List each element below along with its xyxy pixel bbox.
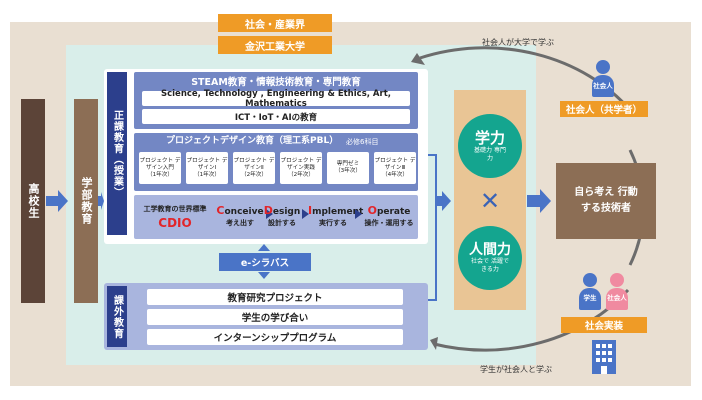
cdio-jp: 考え出す — [226, 219, 254, 227]
course-name: プロジェクト デザインⅢ — [374, 157, 416, 171]
society-industry-tag: 社会・産業界 — [218, 14, 332, 32]
gakuryoku-circle: 学力 基礎力 専門力 — [458, 114, 522, 178]
ict-bar: ICT・IoT・AIの教育 — [142, 109, 410, 124]
arc-arrowhead — [430, 337, 438, 350]
course-chip: プロジェクト デザインⅢ （4年次） — [374, 152, 416, 184]
building-icon — [592, 340, 616, 374]
faculty-education-bar: 学部教育 — [74, 99, 98, 303]
person-icon — [592, 60, 614, 102]
curriculum-label-bar: 正課教育（授業） — [107, 72, 127, 235]
cdio-step-design: Design 設計する — [262, 205, 302, 233]
course-name: プロジェクト デザイン入門 — [139, 157, 181, 171]
double-arrow-icon — [258, 272, 270, 279]
university-tag: 金沢工業大学 — [218, 36, 332, 54]
arrow-right-icon — [527, 189, 551, 213]
person-label: 社会人 — [593, 82, 613, 90]
cdio-initial: O — [367, 204, 377, 217]
arc-bottom-label: 学生が社会人と学ぶ — [480, 365, 552, 374]
ningenryoku-sub: 社会で 活躍できる力 — [471, 258, 509, 273]
course-year: （2年次） — [288, 171, 314, 178]
cdio-step-operate: Operate 操作・運用する — [362, 205, 416, 233]
steam-title: STEAM教育・情報技術教育・専門教育 — [191, 76, 361, 88]
cdio-word: perate — [376, 207, 411, 217]
cdio-word: mplement — [312, 207, 364, 217]
result-box: 自ら考え 行動する技術者 — [556, 163, 656, 239]
double-arrow-icon — [258, 244, 270, 251]
extracurricular-item: 教育研究プロジェクト — [147, 289, 403, 305]
steam-subjects-bar: Science, Technology , Engineering & Ethi… — [142, 89, 410, 109]
course-name: プロジェクト デザインⅠ — [186, 157, 228, 171]
extracurricular-label: 課外教育 — [111, 294, 123, 339]
result-label: 自ら考え 行動する技術者 — [574, 187, 638, 214]
arc-top-label: 社会人が大学で学ぶ — [482, 38, 554, 47]
cdio-initial: C — [216, 204, 225, 217]
gakuryoku-label: 学力 — [474, 128, 505, 147]
cdio-panel — [134, 195, 418, 239]
course-chip: プロジェクト デザインⅡ （2年次） — [233, 152, 275, 184]
cdio-jp: 設計する — [268, 219, 296, 227]
person2-label: 社会人 — [607, 294, 627, 302]
project-design-title: プロジェクトデザイン教育（理工系PBL） — [166, 136, 339, 146]
cdio-step-conceive: Conceive 考え出す — [214, 205, 266, 233]
cdio-jp: 実行する — [319, 219, 347, 227]
arc-arrowhead — [411, 53, 425, 65]
cdio-caption: 工学教育の世界標準 — [143, 205, 207, 213]
extracurricular-label-bar: 課外教育 — [107, 286, 127, 347]
co-researcher-tag: 社会人（共学者） — [560, 101, 648, 117]
course-name: 専門ゼミ — [336, 161, 360, 167]
cdio-name: CDIO — [158, 216, 192, 230]
high-school-bar: 高校生 — [21, 99, 45, 303]
curriculum-label: 正課教育（授業） — [111, 109, 123, 198]
arrow-right-icon — [98, 192, 104, 210]
connector-line — [428, 201, 437, 301]
cdio-jp: 操作・運用する — [364, 219, 414, 227]
course-chip: プロジェクト デザイン実践 （2年次） — [280, 152, 322, 184]
arrow-right-icon — [302, 209, 309, 219]
ningenryoku-label: 人間力 — [469, 242, 511, 258]
course-year: （4年次） — [382, 171, 408, 178]
e-syllabus-label: e-シラバス — [219, 253, 311, 271]
cdio-step-implement: Implement 実行する — [308, 204, 363, 233]
required-count: 必修6科目 — [346, 138, 379, 146]
course-name: プロジェクト デザインⅡ — [233, 157, 275, 171]
course-chip: 専門ゼミ （3年次） — [327, 152, 369, 184]
extracurricular-item: 学生の学び合い — [147, 309, 403, 325]
cdio-initial: I — [308, 204, 313, 217]
project-design-panel — [134, 133, 418, 191]
social-practice-tag: 社会実装 — [561, 317, 647, 333]
faculty-education-label: 学部教育 — [80, 177, 93, 225]
ningenryoku-circle: 人間力 社会で 活躍できる力 — [458, 226, 522, 290]
cdio-initial: D — [263, 204, 273, 217]
high-school-label: 高校生 — [27, 183, 40, 219]
connector-line — [428, 154, 437, 201]
course-year: （2年次） — [241, 171, 267, 178]
cdio-word: onceive — [224, 207, 264, 217]
course-year: （3年次） — [335, 168, 361, 174]
extracurricular-item: インターンシッププログラム — [147, 329, 403, 345]
student-icon — [579, 273, 601, 311]
arrow-right-icon — [355, 209, 362, 219]
arrow-right-icon — [436, 191, 451, 211]
course-chip: プロジェクト デザインⅠ （1年次） — [186, 152, 228, 184]
course-year: （1年次） — [147, 171, 173, 178]
arrow-right-icon — [46, 190, 68, 212]
course-year: （1年次） — [194, 171, 220, 178]
student-label: 学生 — [583, 294, 597, 302]
course-name: プロジェクト デザイン実践 — [280, 157, 322, 171]
person-icon — [606, 273, 628, 311]
course-chip: プロジェクト デザイン入門 （1年次） — [139, 152, 181, 184]
gakuryoku-sub: 基礎力 専門力 — [474, 146, 506, 162]
arrow-right-icon — [266, 209, 273, 219]
cross-icon: ✕ — [479, 187, 501, 215]
cdio-word: esign — [272, 207, 301, 217]
